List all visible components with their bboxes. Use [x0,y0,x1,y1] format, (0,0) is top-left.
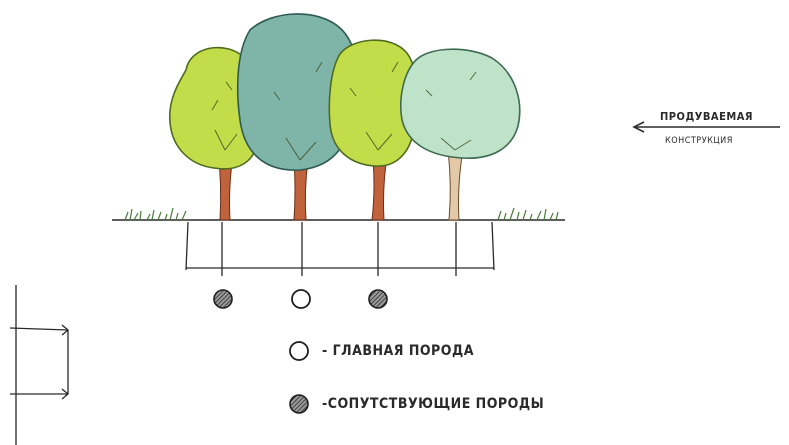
wind-arrow-icon [632,121,780,133]
legend-main-species-label: - ГЛАВНАЯ ПОРОДА [322,343,474,359]
tree-4-crown [399,48,521,159]
companion-species-marker-1 [213,289,233,309]
wind-annotation-line2: КОНСТРУКЦИЯ [665,136,733,146]
legend-main-marker [289,341,309,361]
legend-companion-marker [289,394,309,414]
main-species-marker-1 [291,289,311,309]
legend-companion-species-label: -СОПУТСТВУЮЩИЕ ПОРОДЫ [322,396,545,412]
side-scale-sketch [9,285,70,445]
planting-scheme-lines [185,221,495,276]
tree-4-trunk [447,149,464,221]
wind-annotation-line1: ПРОДУВАЕМАЯ [660,110,753,123]
tree-3-crown [328,39,417,167]
crown-branch-sketch [211,61,477,161]
grass-right [497,207,559,221]
companion-species-marker-2 [368,289,388,309]
tree-2-trunk [293,159,309,221]
grass-left [124,207,187,221]
